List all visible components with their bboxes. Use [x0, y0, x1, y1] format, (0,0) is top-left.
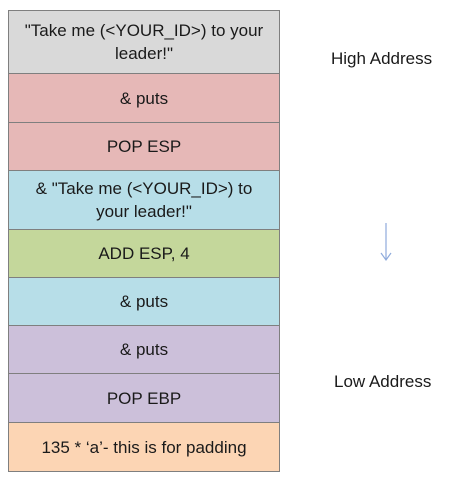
- stack-cell-text: & puts: [119, 292, 169, 311]
- stack-cell-text: ADD ESP, 4: [98, 244, 190, 263]
- arrow-down-icon: [380, 223, 392, 262]
- stack-cell-text: POP EBP: [106, 388, 182, 408]
- high-address-label: High Address: [331, 49, 433, 68]
- low-address-label: Low Address: [334, 372, 432, 391]
- stack-cell-2: POP ESP: [9, 123, 279, 171]
- stack-cell-3: & "Take me (<YOUR_ID>) to your leader!": [9, 171, 279, 230]
- stack-cell-text: 135 * ‘a’- this is for padding: [41, 437, 247, 457]
- stack-cell-text: & "Take me (<YOUR_ID>) to your leader!": [35, 179, 253, 221]
- stack-cell-0: "Take me (<YOUR_ID>) to your leader!": [9, 11, 279, 74]
- stack-cell-text: & puts: [119, 340, 169, 359]
- stack-cell-7: POP EBP: [9, 374, 279, 423]
- stack-cell-1: & puts: [9, 74, 279, 123]
- stack-cell-text: "Take me (<YOUR_ID>) to your leader!": [24, 21, 264, 63]
- stack-cell-6: & puts: [9, 326, 279, 374]
- stack-cell-5: & puts: [9, 278, 279, 326]
- stack-diagram: "Take me (<YOUR_ID>) to your leader!" & …: [8, 10, 280, 472]
- stack-cell-text: POP ESP: [106, 137, 182, 156]
- stack-cell-text: & puts: [119, 88, 169, 108]
- stack-cell-4: ADD ESP, 4: [9, 230, 279, 278]
- stack-cell-8: 135 * ‘a’- this is for padding: [9, 423, 279, 471]
